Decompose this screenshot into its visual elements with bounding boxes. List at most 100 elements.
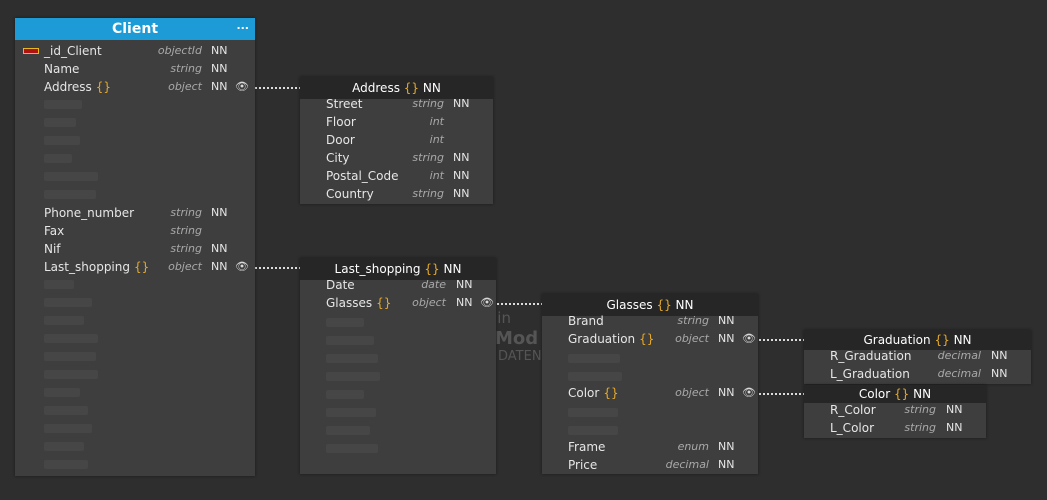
entity-color-title: Color [858, 387, 891, 401]
entity-last-shopping-title: Last_shopping [334, 262, 421, 276]
field-glasses[interactable]: Glasses{} object NN 👁 [326, 294, 496, 312]
entity-client[interactable]: Client ... _id_Client objectId NN Name s… [15, 18, 255, 476]
collapsed-field-placeholder [568, 426, 618, 435]
field-nn: NN [946, 421, 963, 434]
entity-address[interactable]: Address {} NN Street string NN Floor int… [300, 77, 493, 204]
field-name: Graduation [568, 332, 636, 346]
eye-icon[interactable]: 👁 [480, 296, 494, 309]
field-type: string [170, 206, 202, 219]
collapsed-field-placeholder [326, 318, 364, 327]
entity-color[interactable]: Color {} NN R_Color string NN L_Color st… [804, 385, 986, 438]
field-name: Phone_number [44, 206, 135, 220]
collapsed-field-placeholder [44, 370, 98, 379]
object-brace: {} [894, 387, 910, 401]
field-r-graduation[interactable]: R_Graduation decimal NN [830, 347, 1031, 365]
field-type: int [429, 115, 444, 128]
field-r-color[interactable]: R_Color string NN [830, 401, 986, 419]
eye-icon[interactable]: 👁 [235, 260, 249, 273]
field-nn: NN [453, 187, 470, 200]
field-brand[interactable]: Brand string NN [568, 312, 758, 330]
collapsed-field-placeholder [44, 190, 96, 199]
field-street[interactable]: Street string NN [326, 95, 493, 113]
entity-nn: NN [913, 387, 932, 401]
field-nn: NN [946, 403, 963, 416]
field-name: Floor [326, 115, 356, 129]
field-type: object [168, 260, 202, 273]
object-brace: {} [134, 260, 150, 274]
collapsed-field-placeholder [44, 136, 80, 145]
entity-graduation-header[interactable]: Graduation {} NN [804, 330, 1031, 350]
field-type: decimal [937, 349, 981, 362]
entity-last-shopping[interactable]: Last_shopping {} NN Date date NN Glasses… [300, 258, 496, 474]
collapsed-field-placeholder [44, 388, 80, 397]
collapsed-field-placeholder [568, 372, 622, 381]
field-frame[interactable]: Frame enum NN [568, 438, 758, 456]
eye-icon[interactable]: 👁 [235, 80, 249, 93]
field-nn: NN [211, 62, 228, 75]
entity-client-header[interactable]: Client ... [15, 18, 255, 40]
field-l-color[interactable]: L_Color string NN [830, 419, 986, 437]
object-brace: {} [639, 332, 655, 346]
field-floor[interactable]: Floor int [326, 113, 493, 131]
field-l-graduation[interactable]: L_Graduation decimal NN [830, 365, 1031, 383]
field-last-shopping[interactable]: Last_shopping{} object NN 👁 [44, 258, 255, 276]
entity-color-header[interactable]: Color {} NN [804, 385, 986, 403]
field-type: enum [677, 440, 709, 453]
entity-nn: NN [953, 333, 972, 347]
field-price[interactable]: Price decimal NN [568, 456, 758, 474]
field-type: string [170, 242, 202, 255]
watermark-line-3: DATEN [498, 349, 542, 364]
field-name: Frame [568, 440, 606, 454]
entity-glasses-header[interactable]: Glasses {} NN [542, 294, 758, 316]
field-graduation[interactable]: Graduation{} object NN 👁 [568, 330, 758, 348]
field-date[interactable]: Date date NN [326, 276, 496, 294]
field-name-row[interactable]: Name string NN [44, 60, 255, 78]
field-fax[interactable]: Fax string [44, 222, 255, 240]
field-type: int [429, 133, 444, 146]
field-name: Postal_Code [326, 169, 399, 183]
collapsed-field-placeholder [44, 460, 88, 469]
object-brace: {} [95, 80, 112, 94]
more-options-icon[interactable]: ... [236, 19, 249, 32]
field-type: object [675, 332, 709, 345]
field-postal-code[interactable]: Postal_Code int NN [326, 167, 493, 185]
field-type: string [170, 62, 202, 75]
field-name: _id_Client [44, 44, 102, 58]
collapsed-field-placeholder [326, 336, 374, 345]
field-name: Name [44, 62, 80, 76]
field-type: date [421, 278, 446, 291]
field-phone-number[interactable]: Phone_number string NN [44, 204, 255, 222]
entity-graduation[interactable]: Graduation {} NN R_Graduation decimal NN… [804, 330, 1031, 384]
collapsed-field-placeholder [44, 406, 88, 415]
field-country[interactable]: Country string NN [326, 185, 493, 203]
object-brace: {} [424, 262, 440, 276]
collapsed-field-placeholder [568, 408, 618, 417]
field-name: Nif [44, 242, 61, 256]
field-address[interactable]: Address{} object NN 👁 [44, 78, 255, 96]
entity-address-header[interactable]: Address {} NN [300, 77, 493, 99]
entity-nn: NN [422, 81, 441, 95]
field-name: City [326, 151, 350, 165]
field-id-client[interactable]: _id_Client objectId NN [23, 42, 255, 60]
entity-address-title: Address [352, 81, 400, 95]
eye-icon[interactable]: 👁 [742, 332, 756, 345]
field-nif[interactable]: Nif string NN [44, 240, 255, 258]
entity-glasses[interactable]: Glasses {} NN Brand string NN Graduation… [542, 294, 758, 474]
field-name: L_Graduation [830, 367, 910, 381]
collapsed-field-placeholder [568, 354, 620, 363]
collapsed-field-placeholder [44, 316, 84, 325]
field-type: object [168, 80, 202, 93]
field-name: R_Graduation [830, 349, 912, 363]
eye-icon[interactable]: 👁 [742, 386, 756, 399]
field-type: int [429, 169, 444, 182]
field-name: Street [326, 97, 363, 111]
entity-last-shopping-header[interactable]: Last_shopping {} NN [300, 258, 496, 280]
field-nn: NN [718, 314, 735, 327]
field-nn: NN [211, 242, 228, 255]
field-color[interactable]: Color{} object NN 👁 [568, 384, 758, 402]
field-name: Address [44, 80, 92, 94]
field-door[interactable]: Door int [326, 131, 493, 149]
field-name: R_Color [830, 403, 876, 417]
field-city[interactable]: City string NN [326, 149, 493, 167]
